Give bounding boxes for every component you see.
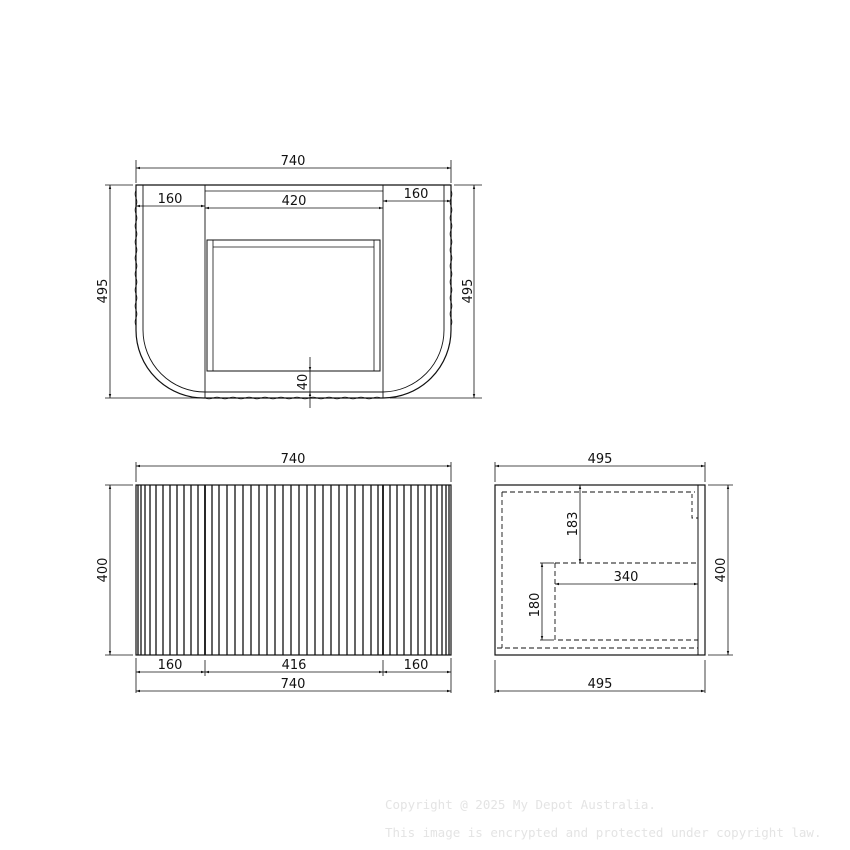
dim-front-height: 400 xyxy=(96,558,111,583)
dim-side-drawer-depth: 340 xyxy=(614,570,639,585)
watermark-line-1: Copyright @ 2025 My Depot Australia. xyxy=(385,797,656,812)
watermark-line-2: This image is encrypted and protected un… xyxy=(385,825,822,840)
dim-side-drawer-height: 180 xyxy=(528,593,543,618)
dim-front-left: 160 xyxy=(158,658,183,673)
fluted-slats xyxy=(137,485,450,655)
dim-front-right: 160 xyxy=(404,658,429,673)
dim-side-depth-top: 495 xyxy=(588,452,613,467)
front-view: 740 xyxy=(96,452,452,693)
dim-front-width-top: 740 xyxy=(281,452,306,467)
dim-side-depth-bottom: 495 xyxy=(588,677,613,692)
dim-side-height: 400 xyxy=(714,558,729,583)
top-view: 740 160 420 160 495 495 xyxy=(96,154,482,408)
dim-top-toe: 40 xyxy=(296,374,311,391)
dim-top-left: 160 xyxy=(158,192,183,207)
dim-top-depth-right: 495 xyxy=(461,279,476,304)
dim-front-width-bottom: 740 xyxy=(281,677,306,692)
side-view: 495 183 340 180 400 495 xyxy=(494,452,733,693)
dim-top-center: 420 xyxy=(282,194,307,209)
dim-top-depth-left: 495 xyxy=(96,279,111,304)
dim-top-width: 740 xyxy=(281,154,306,169)
dim-front-center: 416 xyxy=(282,658,307,673)
dim-top-right: 160 xyxy=(404,187,429,202)
dim-side-drawer-top: 183 xyxy=(566,512,581,537)
